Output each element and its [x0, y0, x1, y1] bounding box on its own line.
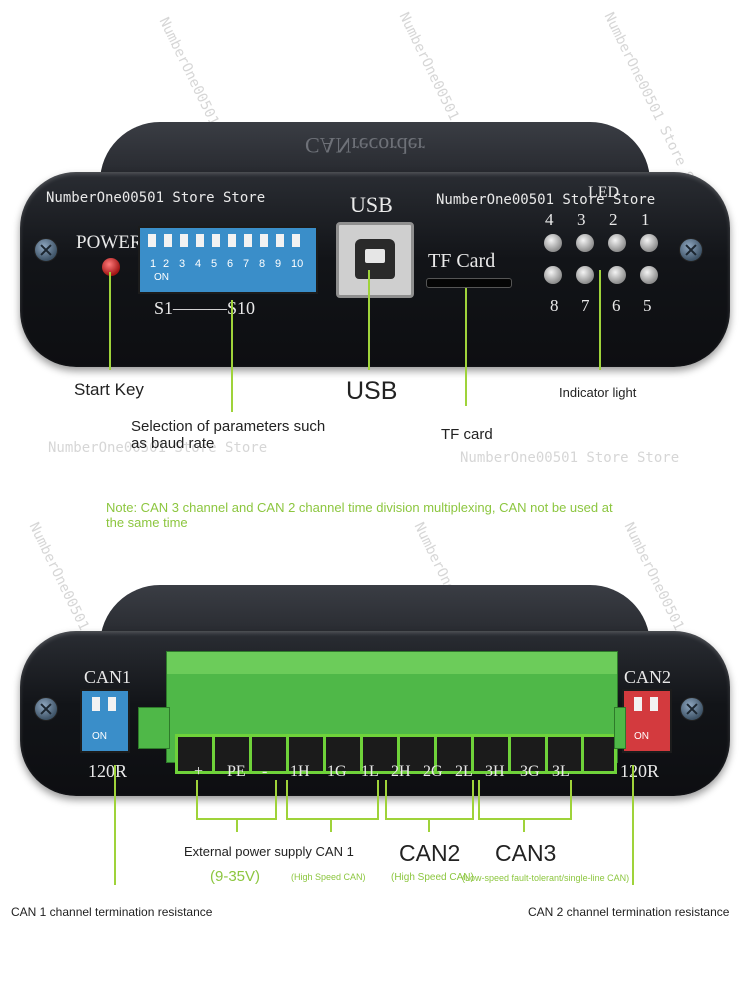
- can1-label: CAN1: [84, 667, 132, 687]
- brand-label: CANrecorder: [305, 133, 425, 158]
- bracket-line: [196, 780, 198, 820]
- callout-can2-termination: CAN 2 channel termination resistance: [528, 905, 730, 919]
- screw-icon: [34, 238, 58, 262]
- terminal-flange-left: [138, 707, 170, 749]
- usb-port[interactable]: [336, 222, 414, 298]
- callout-line: [368, 270, 370, 370]
- can2-resistance: 120R: [620, 761, 660, 781]
- can1-dip-switch[interactable]: ON: [80, 689, 130, 753]
- callout-line: [231, 300, 233, 412]
- dip-on-label: ON: [154, 272, 169, 283]
- can2-dip-switch[interactable]: ON: [622, 689, 672, 753]
- can2-dip-on: ON: [634, 731, 649, 742]
- callout-line: [114, 765, 116, 885]
- callout-can3-ls: (Low-speed fault-tolerant/single-line CA…: [462, 873, 630, 883]
- bracket-line: [377, 780, 379, 820]
- callout-line: [599, 270, 601, 370]
- dip-range-label: S1———S10: [154, 298, 256, 318]
- bracket-line: [523, 818, 525, 832]
- callout-baud-rate: Selection of parameters such as baud rat…: [131, 418, 326, 452]
- bracket-line: [275, 780, 277, 820]
- callout-line: [465, 288, 467, 406]
- bracket-line: [385, 780, 387, 820]
- bracket-line: [472, 780, 474, 820]
- callout-usb: USB: [346, 377, 398, 405]
- terminal-block[interactable]: [166, 651, 618, 774]
- can2-label: CAN2: [624, 667, 672, 687]
- led-indicator: [576, 266, 594, 284]
- tf-card-label: TF Card: [428, 250, 496, 272]
- callout-can1-hs: (High Speed CAN): [291, 872, 366, 882]
- led-indicator: [640, 266, 658, 284]
- led-indicator: [544, 234, 562, 252]
- bracket-line: [570, 780, 572, 820]
- store-label-right: NumberOne00501 Store Store: [436, 192, 656, 208]
- tf-card-slot[interactable]: [426, 278, 512, 288]
- led-indicator: [608, 266, 626, 284]
- callout-external-power: External power supply CAN 1: [184, 844, 354, 859]
- bracket-line: [286, 818, 379, 820]
- callout-can2: CAN2: [399, 840, 461, 866]
- bracket-line: [330, 818, 332, 832]
- led-indicator: [608, 234, 626, 252]
- callout-indicator: Indicator light: [559, 385, 637, 400]
- callout-line: [109, 272, 111, 370]
- callout-can3: CAN3: [495, 840, 557, 866]
- callout-can2-hs: (High Speed CAN): [391, 872, 474, 883]
- screw-icon: [34, 697, 58, 721]
- power-button[interactable]: [102, 258, 120, 276]
- led-label: LED: [588, 184, 620, 201]
- bracket-line: [478, 818, 572, 820]
- screw-icon: [680, 697, 704, 721]
- callout-voltage: (9-35V): [210, 868, 261, 885]
- screw-icon: [679, 238, 703, 262]
- bracket-line: [236, 818, 238, 832]
- top-device: CANrecorder NumberOne00501 Store Store N…: [20, 122, 730, 372]
- callout-start-key: Start Key: [74, 380, 144, 399]
- bracket-line: [428, 818, 430, 832]
- store-label-left: NumberOne00501 Store Store: [46, 190, 266, 206]
- led-indicator: [576, 234, 594, 252]
- can1-dip-on: ON: [92, 731, 107, 742]
- note-text: Note: CAN 3 channel and CAN 2 channel ti…: [106, 500, 613, 530]
- callout-line: [632, 765, 634, 885]
- bracket-line: [478, 780, 480, 820]
- watermark: NumberOne00501 Store Store: [460, 450, 680, 466]
- can1-resistance: 120R: [88, 761, 128, 781]
- bracket-line: [286, 780, 288, 820]
- usb-label: USB: [350, 192, 393, 217]
- callout-tf-card: TF card: [441, 426, 493, 443]
- callout-can1-termination: CAN 1 channel termination resistance: [11, 905, 213, 919]
- power-label: POWER: [76, 232, 143, 253]
- led-indicator: [640, 234, 658, 252]
- led-indicator: [544, 266, 562, 284]
- terminal-flange-right: [614, 707, 626, 749]
